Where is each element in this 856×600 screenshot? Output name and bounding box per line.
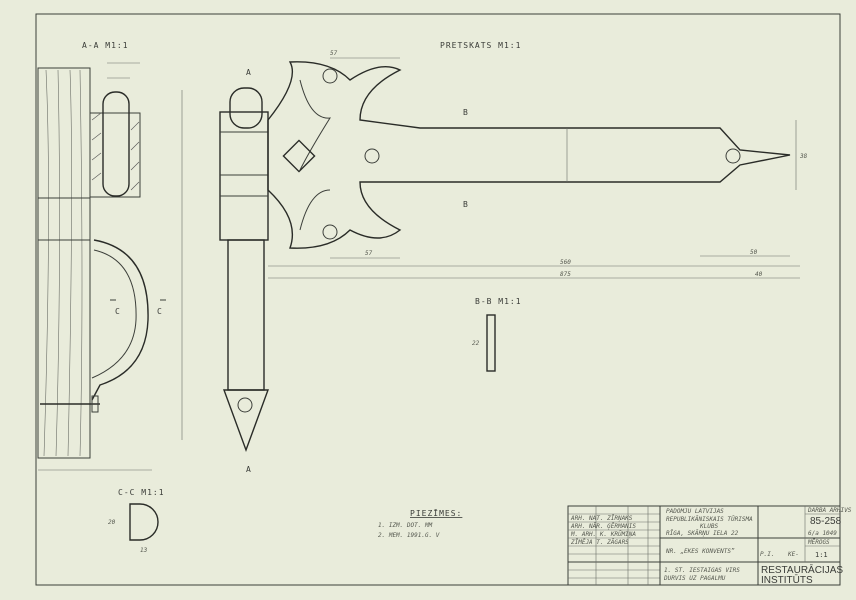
stage: P.I. (760, 551, 774, 558)
section-cc-view: C-C M1:1 20 13 (108, 488, 165, 554)
dim-cc-h: 20 (108, 519, 116, 526)
object-name: NR. „EKES KONVENTS” (665, 548, 735, 555)
subject-line-2: DURVIS UZ PAGALMU (663, 575, 726, 582)
cut-b-top: B (463, 108, 469, 117)
note-line-2: 2. MEM. 1991.G. V (378, 532, 440, 539)
dim-overall: 875 (560, 271, 571, 278)
cut-a-bottom: A (246, 465, 252, 474)
drawing-archive-label: DARBA ARHIVS (807, 507, 852, 514)
section-cc-label: C-C M1:1 (118, 488, 165, 497)
institute-line-1: RESTAURĀCIJAS (761, 564, 843, 576)
dim-bb: 22 (472, 340, 480, 347)
signature-1: ARH. NAT. ZĪRŅAKS (570, 515, 633, 522)
dim-strap: 560 (560, 259, 571, 266)
dim-cc-w: 13 (140, 547, 148, 554)
section-bb-view: B-B M1:1 22 (472, 297, 522, 372)
org-line-1: PADOMJU LATVIJAS (666, 508, 724, 515)
institute-line-2: INSTITŪTS (761, 574, 813, 586)
dim-top: 57 (330, 50, 338, 57)
signature-2: ARH. NĀR. ĢĒRMANIS (570, 523, 636, 530)
front-view: PRETSKATS M1:1 A A B B 57 57 875 560 50 … (219, 41, 808, 474)
note-line-1: 1. IZM. DOT. MM (378, 522, 433, 529)
scale-value: 1:1 (815, 551, 828, 559)
org-line-3: KLUBS (699, 523, 718, 530)
signature-3: M. ARH. K. KRŪMIŅA (570, 531, 636, 538)
section-aa-label: A-A M1:1 (82, 41, 129, 50)
org-line-2: REPUBLIKĀNISKAIS TŪRISMA (666, 516, 753, 523)
org-line-4: RĪGA, SKĀRŅU IELA 22 (666, 530, 739, 537)
notes: PIEZĪMES: 1. IZM. DOT. MM 2. MEM. 1991.G… (378, 508, 462, 539)
dim-bottom: 57 (365, 250, 373, 257)
notes-title: PIEZĪMES: (410, 508, 462, 518)
scale-label: MĒROGS (807, 539, 830, 546)
cut-c-left: C (115, 307, 121, 316)
title-block: ARH. NAT. ZĪRŅAKS ARH. NĀR. ĢĒRMANIS M. … (567, 505, 852, 586)
section-bb-label: B-B M1:1 (475, 297, 522, 306)
cut-c-right: C (157, 307, 163, 316)
section-aa-view: A-A M1:1 C C (37, 41, 183, 471)
code: KE- (787, 551, 799, 558)
sheet-ref: 6/a 1049 (808, 530, 837, 537)
dim-height: 38 (799, 153, 808, 160)
dim-tip: 50 (750, 249, 758, 256)
subject-line-1: 1. ST. IESTAIGAS VIRS (664, 567, 740, 574)
drawing-frame (35, 13, 841, 586)
signature-4: ZĪMĒJA T. ZĀGARS (570, 539, 629, 546)
cut-a-top: A (246, 68, 252, 77)
dim-tip2: 40 (755, 271, 763, 278)
drawing-number: 85-258 (810, 516, 842, 527)
cut-b-bottom: B (463, 200, 469, 209)
front-view-label: PRETSKATS M1:1 (440, 41, 521, 50)
